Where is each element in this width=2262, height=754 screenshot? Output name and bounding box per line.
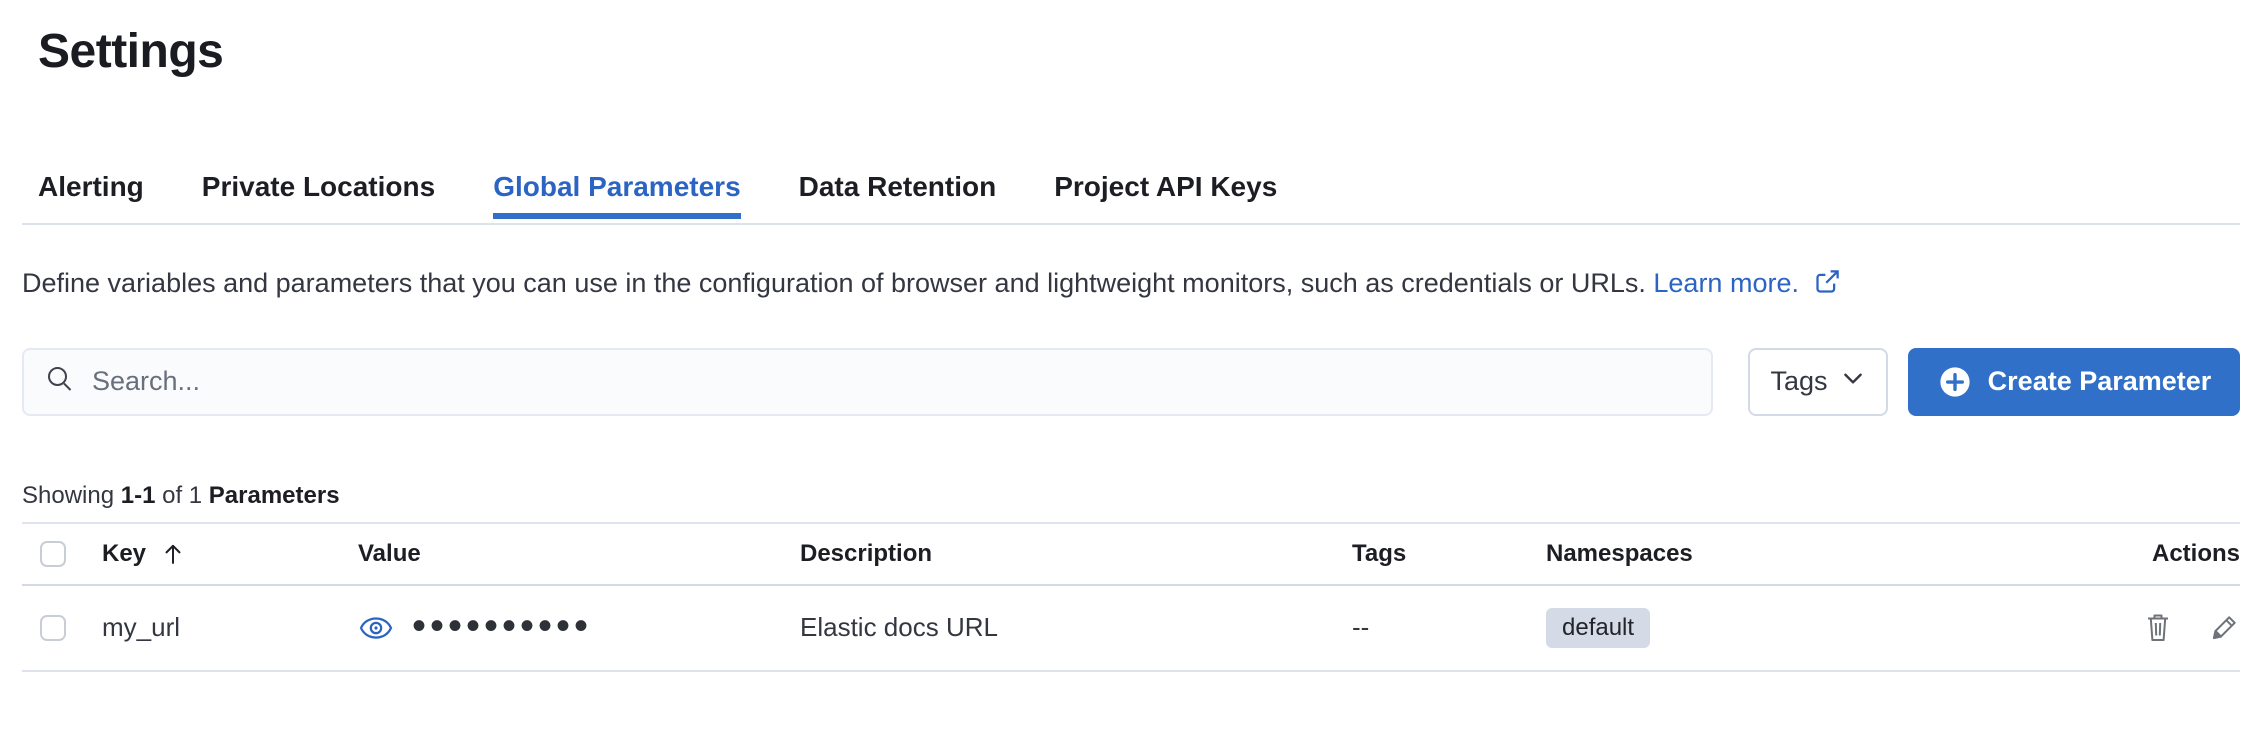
table-row: my_url •••••••••• Elastic docs URL -- xyxy=(22,586,2240,672)
tab-alerting[interactable]: Alerting xyxy=(38,171,144,202)
column-header-namespaces: Namespaces xyxy=(1546,539,1693,567)
tab-data-retention[interactable]: Data Retention xyxy=(798,171,997,202)
sort-ascending-icon xyxy=(160,541,186,567)
description-text: Define variables and parameters that you… xyxy=(22,268,1646,298)
trash-icon xyxy=(2142,612,2174,644)
create-parameter-button[interactable]: Create Parameter xyxy=(1908,347,2240,416)
tabbar-divider xyxy=(22,223,2240,225)
learn-more-link[interactable]: Learn more. xyxy=(1653,268,1799,298)
settings-tabbar: Alerting Private Locations Global Parame… xyxy=(22,171,2240,219)
column-header-key[interactable]: Key xyxy=(102,540,358,568)
parameter-tags: -- xyxy=(1352,612,1370,643)
tags-filter-button[interactable]: Tags xyxy=(1748,347,1888,416)
select-all-checkbox[interactable] xyxy=(40,540,66,567)
summary-range: 1-1 xyxy=(120,481,156,509)
pencil-icon xyxy=(2208,612,2240,644)
column-header-tags: Tags xyxy=(1352,539,1407,567)
delete-parameter-button[interactable] xyxy=(2142,612,2174,644)
search-box[interactable] xyxy=(22,347,1713,416)
namespace-badge: default xyxy=(1546,607,1651,648)
results-summary: Showing 1-1 of 1 Parameters xyxy=(22,482,2240,510)
external-link-icon xyxy=(1814,264,1842,310)
tags-filter-label: Tags xyxy=(1770,366,1828,397)
search-icon xyxy=(44,363,76,400)
page-title: Settings xyxy=(38,25,224,78)
tab-global-parameters[interactable]: Global Parameters xyxy=(493,171,741,219)
edit-parameter-button[interactable] xyxy=(2208,612,2240,644)
column-header-description: Description xyxy=(800,539,933,567)
reveal-value-button[interactable] xyxy=(358,610,394,646)
search-input[interactable] xyxy=(92,366,1691,398)
summary-prefix: Showing xyxy=(22,481,115,509)
summary-entity: Parameters xyxy=(208,481,340,509)
column-header-value: Value xyxy=(358,539,421,567)
row-checkbox[interactable] xyxy=(40,614,66,641)
create-parameter-label: Create Parameter xyxy=(1987,366,2212,397)
summary-middle: of 1 xyxy=(162,481,203,509)
parameter-key: my_url xyxy=(102,612,181,643)
tab-private-locations[interactable]: Private Locations xyxy=(201,171,436,202)
masked-parameter-value: •••••••••• xyxy=(412,603,593,648)
parameters-table: Key Value Description Tags Namespaces Ac… xyxy=(22,521,2240,672)
parameter-description: Elastic docs URL xyxy=(800,612,998,643)
eye-icon xyxy=(358,610,394,646)
page-description: Define variables and parameters that you… xyxy=(22,261,2207,310)
plus-in-circle-icon xyxy=(1937,364,1973,400)
chevron-down-icon xyxy=(1840,365,1866,398)
toolbar: Tags Create Parameter xyxy=(22,347,2240,416)
tab-project-api-keys[interactable]: Project API Keys xyxy=(1054,171,1278,202)
column-header-actions: Actions xyxy=(2151,539,2240,567)
settings-page: Settings Alerting Private Locations Glob… xyxy=(0,24,2262,672)
table-header-row: Key Value Description Tags Namespaces Ac… xyxy=(22,521,2240,586)
